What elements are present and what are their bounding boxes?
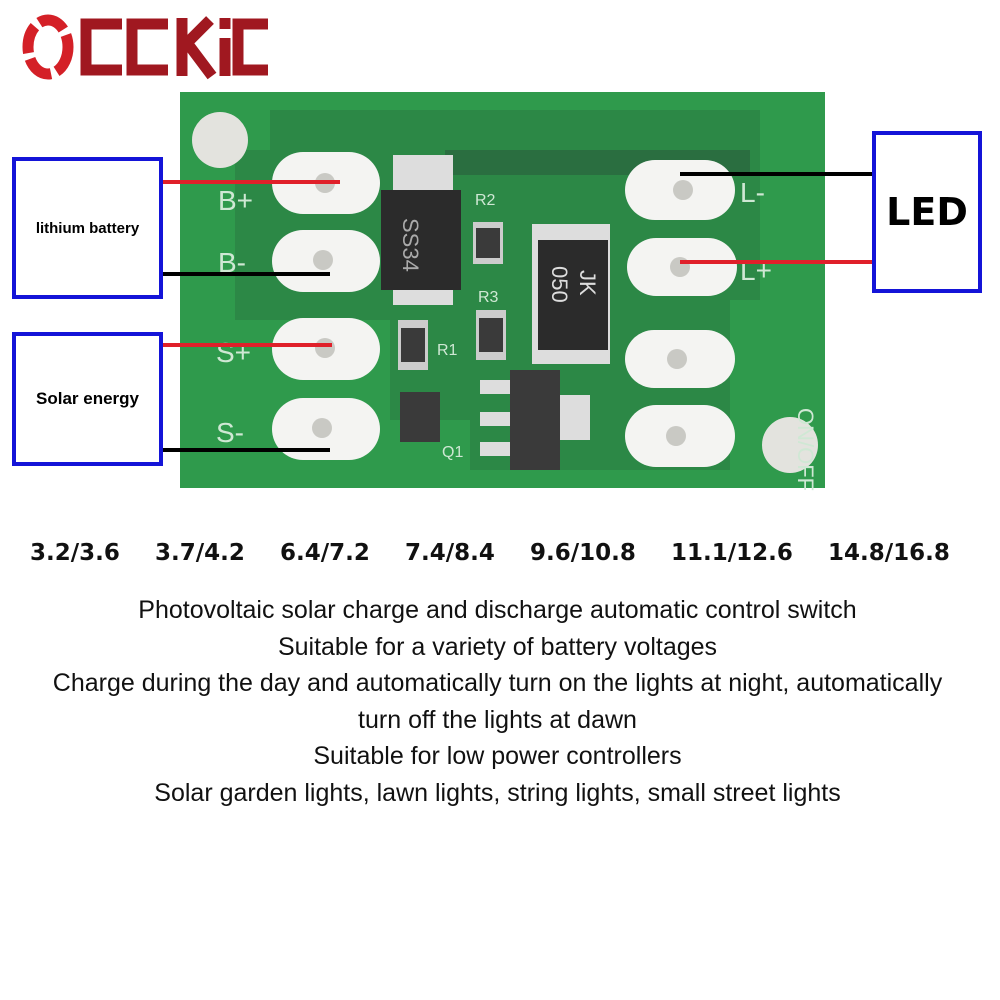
wires <box>158 172 875 452</box>
voltage-option: 7.4/8.4 <box>405 540 495 566</box>
ref-q1: Q1 <box>442 444 463 461</box>
mounting-hole <box>192 112 248 168</box>
switch-label: ON/OFF <box>793 408 818 491</box>
description-line: turn off the lights at dawn <box>358 705 637 734</box>
voltage-option: 11.1/12.6 <box>671 540 793 566</box>
voltage-option: 3.2/3.6 <box>30 540 120 566</box>
product-description: Photovoltaic solar charge and discharge … <box>0 592 995 811</box>
description-line: Suitable for a variety of battery voltag… <box>277 632 718 661</box>
svg-text:050: 050 <box>547 266 572 303</box>
pin-label-l-minus: L- <box>740 177 765 208</box>
voltage-option: 14.8/16.8 <box>828 540 950 566</box>
description-line: Charge during the day and automatically … <box>52 669 943 697</box>
ref-r3: R3 <box>478 289 499 306</box>
ref-r1: R1 <box>437 342 458 359</box>
smd-components <box>398 222 590 470</box>
pin-label-l-plus: L+ <box>740 255 772 286</box>
inductor-jk050: JK 050 <box>532 224 610 364</box>
pin-label-s-minus: S- <box>216 417 244 448</box>
led-label: LED <box>886 190 968 234</box>
led-label-box: LED <box>872 131 982 293</box>
ref-r2: R2 <box>475 192 496 209</box>
occkic-logo <box>22 14 268 80</box>
battery-label: lithium battery <box>35 219 140 237</box>
solar-label-box: Solar energy <box>12 332 163 466</box>
battery-label-box: lithium battery <box>12 157 163 299</box>
voltage-option: 6.4/7.2 <box>280 540 370 566</box>
voltage-options: 3.2/3.6 3.7/4.2 6.4/7.2 7.4/8.4 9.6/10.8… <box>30 540 950 566</box>
solar-label: Solar energy <box>36 389 139 408</box>
voltage-option: 9.6/10.8 <box>530 540 636 566</box>
diode-ss34: SS34 <box>381 155 461 305</box>
description-line: Suitable for low power controllers <box>313 742 682 770</box>
pin-label-s-plus: S+ <box>216 337 251 368</box>
svg-text:JK: JK <box>575 270 600 296</box>
mounting-hole <box>762 417 818 473</box>
pcb-photo: B+ B- S+ S- L- L+ ON/OFF R2 R3 R1 Q1 SS3… <box>158 92 875 491</box>
description-line: Photovoltaic solar charge and discharge … <box>138 596 857 624</box>
description-line: Solar garden lights, lawn lights, string… <box>154 778 841 807</box>
pin-label-b-plus: B+ <box>218 185 253 216</box>
voltage-option: 3.7/4.2 <box>155 540 245 566</box>
svg-text:SS34: SS34 <box>398 218 423 272</box>
